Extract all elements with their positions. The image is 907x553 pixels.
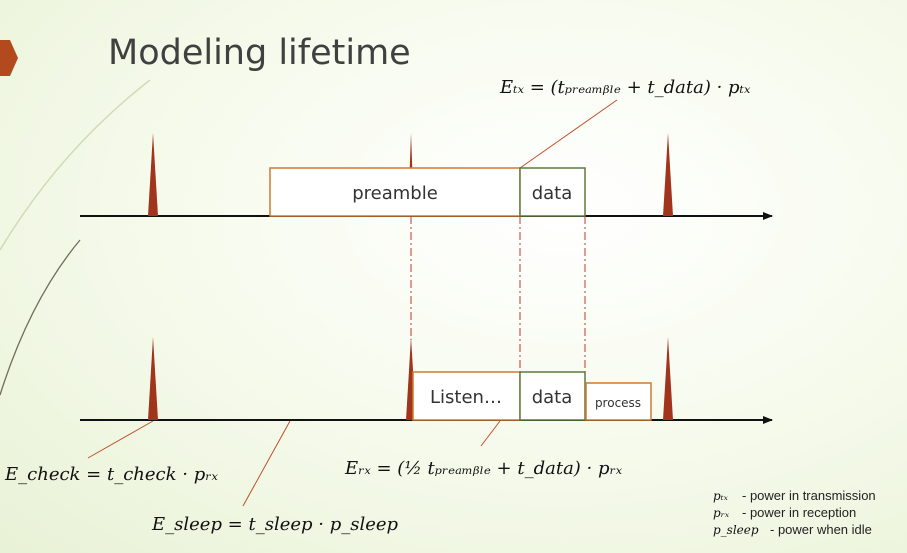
esleep-formula: E_sleep = t_sleep · p_sleep [151, 514, 399, 535]
erx-formula: Eᵣₓ = (½ tₚᵣₑₐₘᵦₗₑ + t_data) · pᵣₓ [344, 458, 623, 479]
rx-data-label: data [532, 387, 573, 408]
legend-text: - power in reception [742, 505, 856, 520]
process-label: process [595, 396, 641, 410]
tx-data-box [519, 167, 586, 217]
slide-accent-arrow-icon [0, 40, 18, 76]
tx-check-spike [148, 133, 158, 216]
etx-connector-line [519, 99, 618, 169]
slide-title: Modeling lifetime [108, 33, 411, 73]
etx-formula: Eₜₓ = (tₚᵣₑₐₘᵦₗₑ + t_data) · pₜₓ [499, 77, 751, 98]
rx-check-spike [148, 337, 158, 420]
listen-label: Listen… [430, 387, 502, 408]
decorative-curve-upper [0, 79, 151, 251]
esleep-connector-line [242, 420, 291, 507]
tx-data-label: data [532, 183, 573, 204]
preamble-label: preamble [352, 183, 438, 204]
decorative-curve-lower [0, 239, 81, 396]
echeck-connector-line [87, 420, 154, 459]
legend-text: - power in transmission [742, 488, 876, 503]
rx-check-spike [663, 337, 673, 420]
legend-symbol: pᵣₓ [713, 506, 730, 520]
power-legend: pₜₓ - power in transmission pᵣₓ - power … [713, 488, 876, 537]
rx-data-box [519, 371, 586, 421]
tx-check-spike [663, 133, 673, 216]
legend-symbol: p_sleep [713, 523, 759, 537]
legend-text: - power when idle [770, 522, 872, 537]
erx-connector-line [480, 420, 501, 447]
echeck-formula: E_check = t_check · pᵣₓ [4, 464, 218, 485]
preamble-box [269, 167, 521, 217]
legend-symbol: pₜₓ [713, 489, 729, 503]
process-box [585, 382, 652, 421]
